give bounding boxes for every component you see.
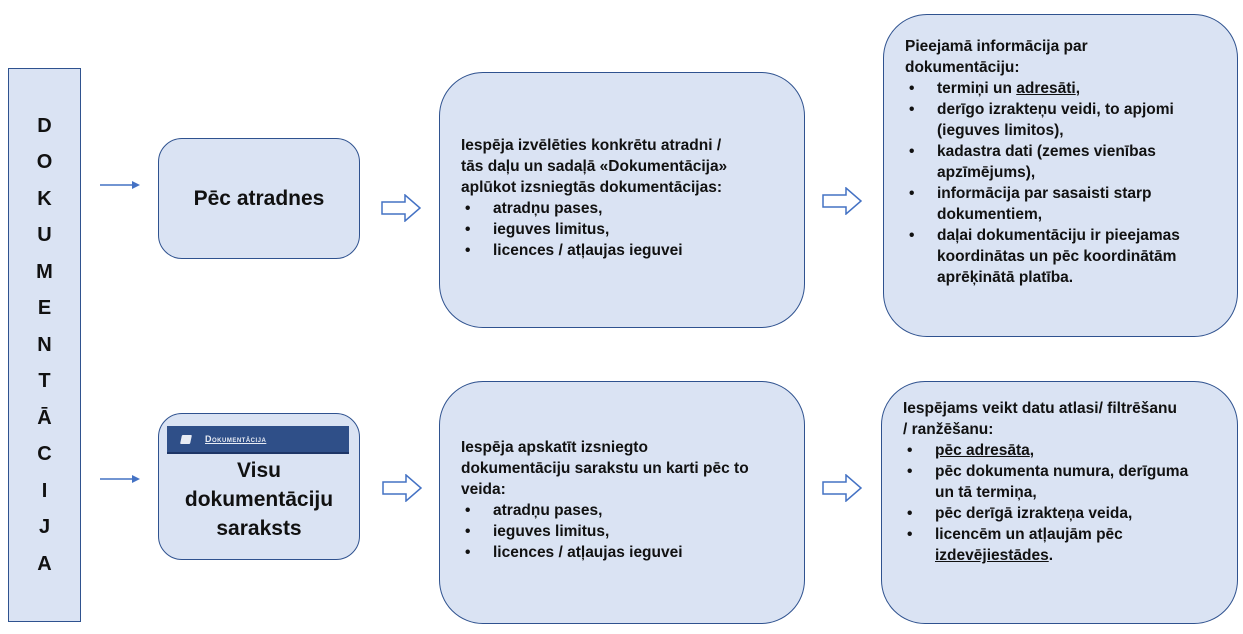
deposit-options-bullet: licences / atļaujas ieguvei: [461, 240, 801, 261]
list-options-intro-1: Iespēja apskatīt izsniegto: [461, 439, 648, 456]
deposit-options-bullet: ieguves limitus,: [461, 219, 801, 240]
list-options-intro-3: veida:: [461, 481, 506, 498]
book-icon: [180, 434, 192, 444]
vertical-title-letter: M: [36, 260, 53, 283]
vertical-title-letter: N: [37, 333, 52, 356]
vertical-title-letter: D: [37, 114, 52, 137]
vertical-title-letter: U: [37, 224, 52, 247]
deposit-options-bullet: atradņu pases,: [461, 198, 801, 219]
filter-options-text: Iespējams veikt datu atlasi/ filtrēšanu …: [903, 398, 1235, 566]
list-options-intro-2: dokumentāciju sarakstu un karti pēc to: [461, 460, 749, 477]
block-arrow-right: [381, 194, 421, 222]
available-info-bullet: informācija par sasaisti starpdokumentie…: [905, 183, 1235, 225]
vertical-title-letter: A: [37, 552, 52, 575]
deposit-options-intro-2: tās daļu un sadaļā «Dokumentācija»: [461, 158, 728, 175]
vertical-title-letter: C: [37, 443, 52, 466]
documentation-banner-link[interactable]: Dokumentācija: [205, 434, 267, 444]
available-info-bullet: daļai dokumentāciju ir pieejamaskoordinā…: [905, 225, 1235, 288]
deposit-options-text: Iespēja izvēlēties konkrētu atradni / tā…: [461, 135, 801, 261]
filter-options-bullet: pēc derīgā izrakteņa veida,: [903, 503, 1235, 524]
arrow-to-all-documentation: [100, 475, 140, 483]
by-deposit-title: Pēc atradnes: [193, 186, 325, 210]
vertical-title-letter: I: [41, 479, 48, 502]
filter-options-bullet: pēc adresāta,: [903, 440, 1235, 461]
issuing-authority-link[interactable]: izdevējiestādes: [935, 547, 1049, 564]
all-documentation-box: Dokumentācija Visu dokumentāciju sarakst…: [158, 413, 360, 560]
list-options-bullet: ieguves limitus,: [461, 521, 801, 542]
vertical-title-letter: E: [37, 297, 52, 320]
available-info-text: Pieejamā informācija par dokumentāciju: …: [905, 36, 1235, 288]
block-arrow-right: [382, 474, 422, 502]
list-options-bullet: atradņu pases,: [461, 500, 801, 521]
list-options-bullet: licences / atļaujas ieguvei: [461, 542, 801, 563]
list-options-text: Iespēja apskatīt izsniegto dokumentāciju…: [461, 437, 801, 563]
deposit-options-intro-3: aplūkot izsniegtās dokumentācijas:: [461, 179, 722, 196]
vertical-title-letter: K: [37, 187, 52, 210]
vertical-title-letter: T: [38, 370, 51, 393]
vertical-title-letter: Ā: [37, 406, 52, 429]
documentation-banner[interactable]: Dokumentācija: [167, 426, 349, 454]
deposit-options-intro-1: Iespēja izvēlēties konkrētu atradni /: [461, 137, 722, 154]
available-info-bullet: kadastra dati (zemes vienībasapzīmējums)…: [905, 141, 1235, 183]
available-info-bullet: termiņi un adresāti,: [905, 78, 1235, 99]
available-info-bullet: derīgo izrakteņu veidi, to apjomi(ieguve…: [905, 99, 1235, 141]
block-arrow-right: [822, 474, 862, 502]
arrow-to-deposit: [100, 181, 140, 189]
available-info-intro-2: dokumentāciju:: [905, 59, 1020, 76]
filter-options-intro-2: / ranžēšanu:: [903, 421, 994, 438]
block-arrow-right: [822, 187, 862, 215]
all-documentation-title: Visu dokumentāciju saraksts: [184, 459, 334, 540]
vertical-title-letter: J: [38, 516, 51, 539]
available-info-intro-1: Pieejamā informācija par: [905, 38, 1088, 55]
vertical-title-letter: O: [36, 151, 53, 174]
by-deposit-box: Pēc atradnes: [158, 138, 360, 259]
filter-options-intro-1: Iespējams veikt datu atlasi/ filtrēšanu: [903, 400, 1177, 417]
addressees-link[interactable]: adresāti: [1016, 80, 1076, 97]
by-addressee-link[interactable]: pēc adresāta: [935, 442, 1030, 459]
